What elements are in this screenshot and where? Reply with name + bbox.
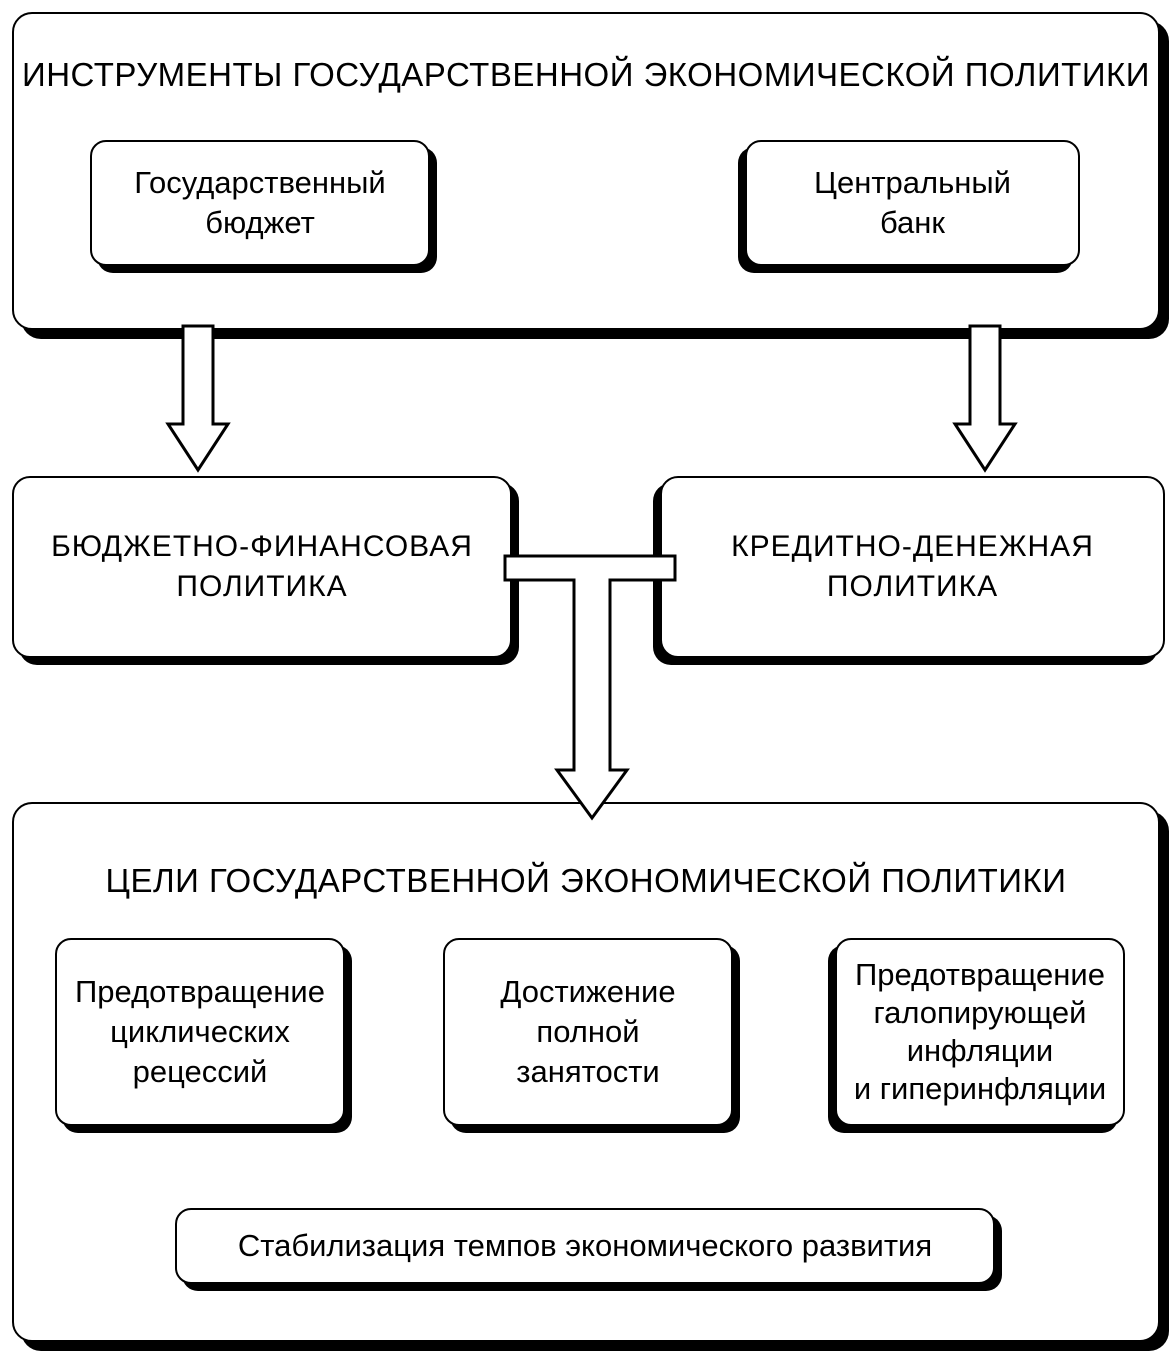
arrow-bank-to-monetary [952,324,1018,473]
goal-stabilization: Стабилизация темпов экономического разви… [175,1208,995,1284]
state-budget-box: Государственный бюджет [90,140,430,266]
arrow-budget-to-fiscal [165,324,231,473]
goal-full-employment: Достижение полной занятости [443,938,733,1126]
goals-title: ЦЕЛИ ГОСУДАРСТВЕННОЙ ЭКОНОМИЧЕСКОЙ ПОЛИТ… [105,862,1067,899]
fiscal-policy-box: БЮДЖЕТНО-ФИНАНСОВАЯ ПОЛИТИКА [12,476,512,658]
instruments-title: ИНСТРУМЕНТЫ ГОСУДАРСТВЕННОЙ ЭКОНОМИЧЕСКО… [21,56,1150,93]
monetary-policy-box: КРЕДИТНО-ДЕНЕЖНАЯ ПОЛИТИКА [660,476,1165,658]
goal-prevent-recessions: Предотвращение циклических рецессий [55,938,345,1126]
arrow-policies-to-goals [503,554,677,821]
central-bank-box: Центральный банк [745,140,1080,266]
goal-prevent-inflation: Предотвращение галопирующей инфляции и г… [835,938,1125,1126]
